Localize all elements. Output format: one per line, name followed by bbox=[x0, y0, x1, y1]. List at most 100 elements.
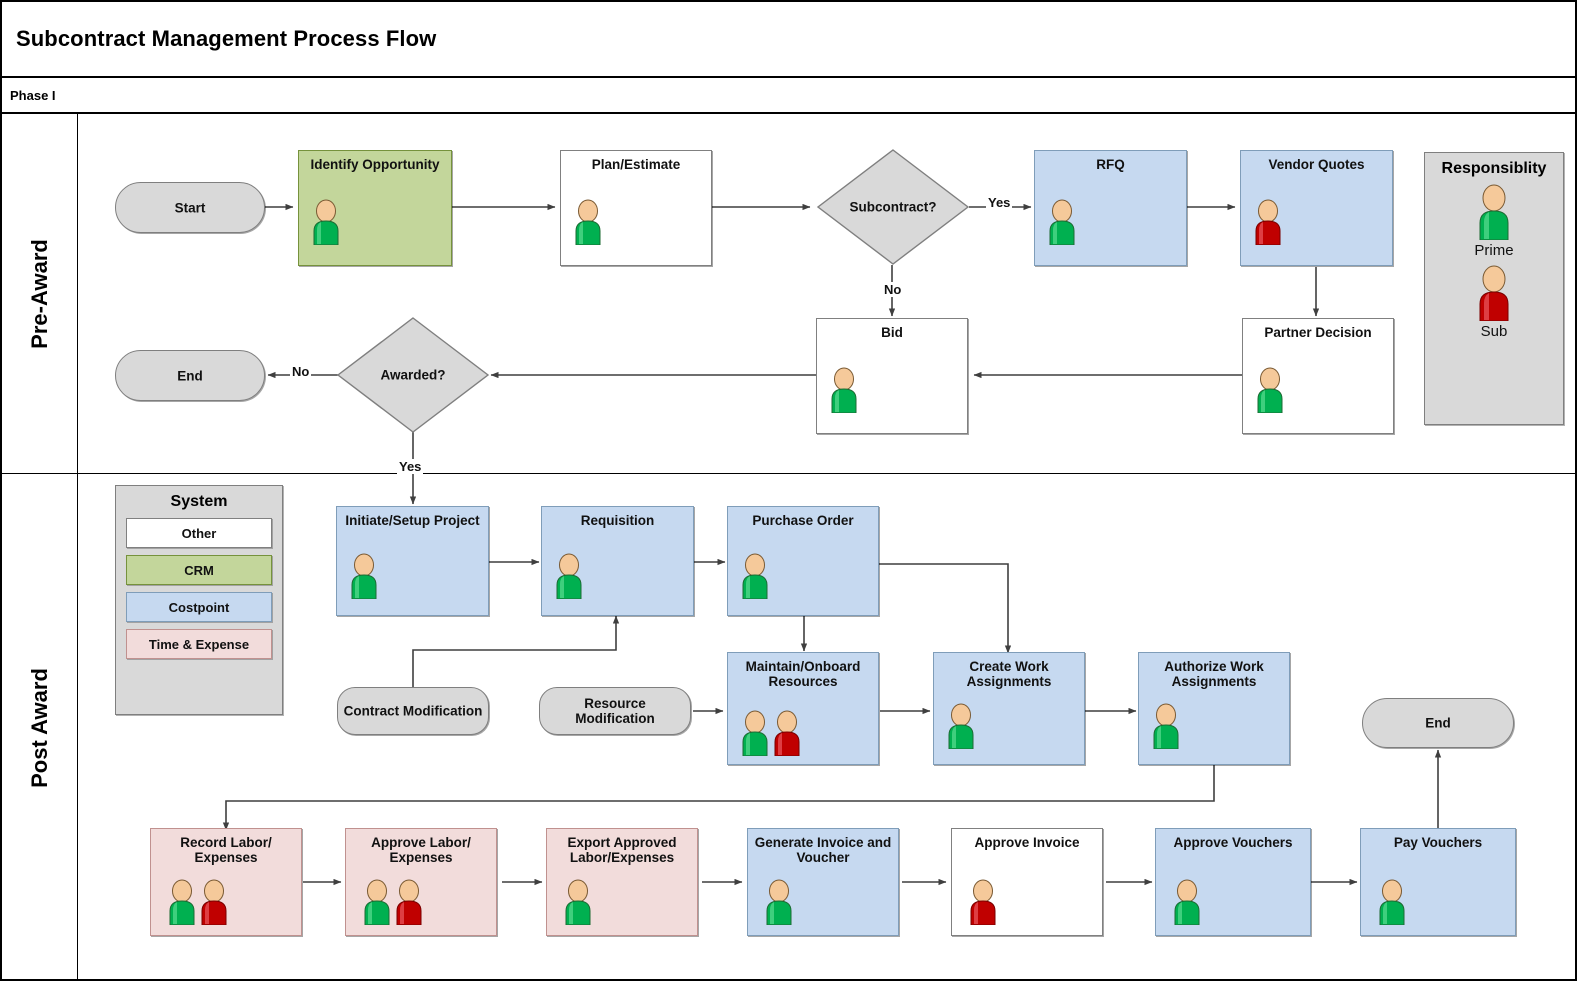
person-icon-sub bbox=[394, 879, 424, 930]
person-icon-prime bbox=[1047, 199, 1077, 246]
person-icon-prime bbox=[1151, 703, 1181, 750]
node-generate-invoice-and-voucher[interactable]: Generate Invoice and Voucher bbox=[747, 828, 899, 936]
person-icon-prime bbox=[1172, 879, 1202, 926]
node-label: Contract Modification bbox=[343, 703, 483, 719]
node-label: Start bbox=[174, 200, 206, 215]
node-contract-modification[interactable]: Contract Modification bbox=[337, 687, 489, 735]
node-label: End bbox=[1425, 715, 1451, 731]
node-label: Plan/Estimate bbox=[591, 157, 681, 172]
swimlane-post-award-label: Post Award bbox=[26, 667, 52, 788]
edge-label-subcontract-no: No bbox=[882, 282, 904, 297]
responsibility-legend-title: Responsiblity bbox=[1441, 160, 1547, 177]
node-requisition[interactable]: Requisition bbox=[541, 506, 694, 616]
person-icon-sub bbox=[199, 879, 229, 930]
node-export-approved-labor-expenses[interactable]: Export Approved Labor/Expenses bbox=[546, 828, 698, 936]
node-label: Create Work Assignments bbox=[966, 659, 1052, 689]
system-legend-swatch-time-expense: Time & Expense bbox=[126, 629, 272, 659]
person-icon-group bbox=[362, 879, 424, 930]
node-start-pre-award[interactable]: Start bbox=[115, 182, 265, 233]
node-subcontract-decision[interactable]: Subcontract? bbox=[816, 148, 970, 266]
person-icon-sub bbox=[1425, 265, 1563, 321]
person-icon-prime bbox=[946, 703, 976, 750]
swimlane-post-award: Post Award bbox=[2, 474, 1575, 979]
node-end-post-award[interactable]: End bbox=[1362, 698, 1514, 748]
person-icon-prime bbox=[1425, 184, 1563, 240]
person-icon-prime bbox=[829, 367, 859, 414]
system-legend-swatch-other: Other bbox=[126, 518, 272, 548]
responsibility-legend: Responsiblity Prime Sub bbox=[1424, 152, 1564, 425]
system-legend: System Other CRM Costpoint Time & Expens… bbox=[115, 485, 283, 715]
node-label: Approve Labor/ Expenses bbox=[371, 835, 471, 865]
person-icon-prime bbox=[311, 199, 341, 246]
node-label: RFQ bbox=[1096, 157, 1125, 172]
node-label: Export Approved Labor/Expenses bbox=[567, 835, 677, 865]
person-icon-prime bbox=[349, 553, 379, 600]
person-icon-prime bbox=[573, 199, 603, 246]
node-approve-vouchers[interactable]: Approve Vouchers bbox=[1155, 828, 1311, 936]
node-bid[interactable]: Bid bbox=[816, 318, 968, 434]
node-label: Approve Vouchers bbox=[1173, 835, 1293, 850]
node-partner-decision[interactable]: Partner Decision bbox=[1242, 318, 1394, 434]
person-icon-prime bbox=[563, 879, 593, 926]
node-approve-invoice[interactable]: Approve Invoice bbox=[951, 828, 1103, 936]
person-icon-prime bbox=[1255, 367, 1285, 414]
node-resource-modification[interactable]: Resource Modification bbox=[539, 687, 691, 735]
node-label: Resource Modification bbox=[575, 696, 655, 726]
node-label: Maintain/Onboard Resources bbox=[745, 659, 861, 689]
system-legend-swatch-costpoint: Costpoint bbox=[126, 592, 272, 622]
person-icon-group bbox=[167, 879, 229, 930]
phase-bar: Phase I bbox=[2, 78, 1575, 114]
person-icon-group bbox=[740, 710, 802, 761]
person-icon-prime bbox=[740, 710, 770, 761]
person-icon-prime bbox=[764, 879, 794, 926]
edge-label-subcontract-yes: Yes bbox=[986, 195, 1013, 210]
node-identify-opportunity[interactable]: Identify Opportunity bbox=[298, 150, 452, 266]
system-legend-title: System bbox=[170, 493, 228, 510]
node-awarded-decision[interactable]: Awarded? bbox=[336, 316, 490, 434]
node-purchase-order[interactable]: Purchase Order bbox=[727, 506, 879, 616]
node-label: Identify Opportunity bbox=[310, 157, 440, 172]
person-icon-prime bbox=[1377, 879, 1407, 926]
node-authorize-work-assignments[interactable]: Authorize Work Assignments bbox=[1138, 652, 1290, 765]
page-title: Subcontract Management Process Flow bbox=[16, 26, 437, 51]
node-label: End bbox=[177, 368, 203, 383]
node-plan-estimate[interactable]: Plan/Estimate bbox=[560, 150, 712, 266]
swimlane-pre-award-label: Pre-Award bbox=[26, 238, 52, 349]
node-label: Pay Vouchers bbox=[1393, 835, 1483, 850]
node-vendor-quotes[interactable]: Vendor Quotes bbox=[1240, 150, 1393, 266]
edge-label-awarded-no: No bbox=[290, 364, 312, 379]
swimlane-pre-award-header: Pre-Award bbox=[2, 114, 78, 473]
system-legend-swatch-crm: CRM bbox=[126, 555, 272, 585]
swimlane-post-award-header: Post Award bbox=[2, 474, 78, 979]
node-label: Generate Invoice and Voucher bbox=[754, 835, 892, 865]
person-icon-sub bbox=[772, 710, 802, 761]
node-label: Approve Invoice bbox=[974, 835, 1080, 850]
person-icon-sub bbox=[1253, 199, 1283, 246]
swimlane-pre-award: Pre-Award bbox=[2, 114, 1575, 474]
node-label: Record Labor/ Expenses bbox=[180, 835, 272, 865]
person-icon-sub bbox=[968, 879, 998, 926]
node-create-work-assignments[interactable]: Create Work Assignments bbox=[933, 652, 1085, 765]
edge-label-awarded-yes: Yes bbox=[397, 459, 424, 474]
node-label: Subcontract? bbox=[849, 199, 937, 215]
node-initiate-setup-project[interactable]: Initiate/Setup Project bbox=[336, 506, 489, 616]
node-label: Awarded? bbox=[380, 367, 446, 383]
node-rfq[interactable]: RFQ bbox=[1034, 150, 1187, 266]
node-end-pre-award[interactable]: End bbox=[115, 350, 265, 401]
node-approve-labor-expenses[interactable]: Approve Labor/ Expenses bbox=[345, 828, 497, 936]
node-label: Initiate/Setup Project bbox=[345, 513, 480, 528]
node-label: Purchase Order bbox=[752, 513, 854, 528]
person-icon-prime bbox=[362, 879, 392, 930]
node-label: Authorize Work Assignments bbox=[1164, 659, 1264, 689]
title-bar: Subcontract Management Process Flow bbox=[2, 2, 1575, 78]
node-pay-vouchers[interactable]: Pay Vouchers bbox=[1360, 828, 1516, 936]
responsibility-legend-sub-label: Sub bbox=[1480, 323, 1508, 340]
node-label: Bid bbox=[881, 325, 903, 340]
person-icon-prime bbox=[167, 879, 197, 930]
phase-label: Phase I bbox=[10, 88, 56, 103]
node-record-labor-expenses[interactable]: Record Labor/ Expenses bbox=[150, 828, 302, 936]
node-label: Vendor Quotes bbox=[1268, 157, 1365, 172]
node-label: Partner Decision bbox=[1264, 325, 1372, 340]
node-maintain-onboard-resources[interactable]: Maintain/Onboard Resources bbox=[727, 652, 879, 765]
